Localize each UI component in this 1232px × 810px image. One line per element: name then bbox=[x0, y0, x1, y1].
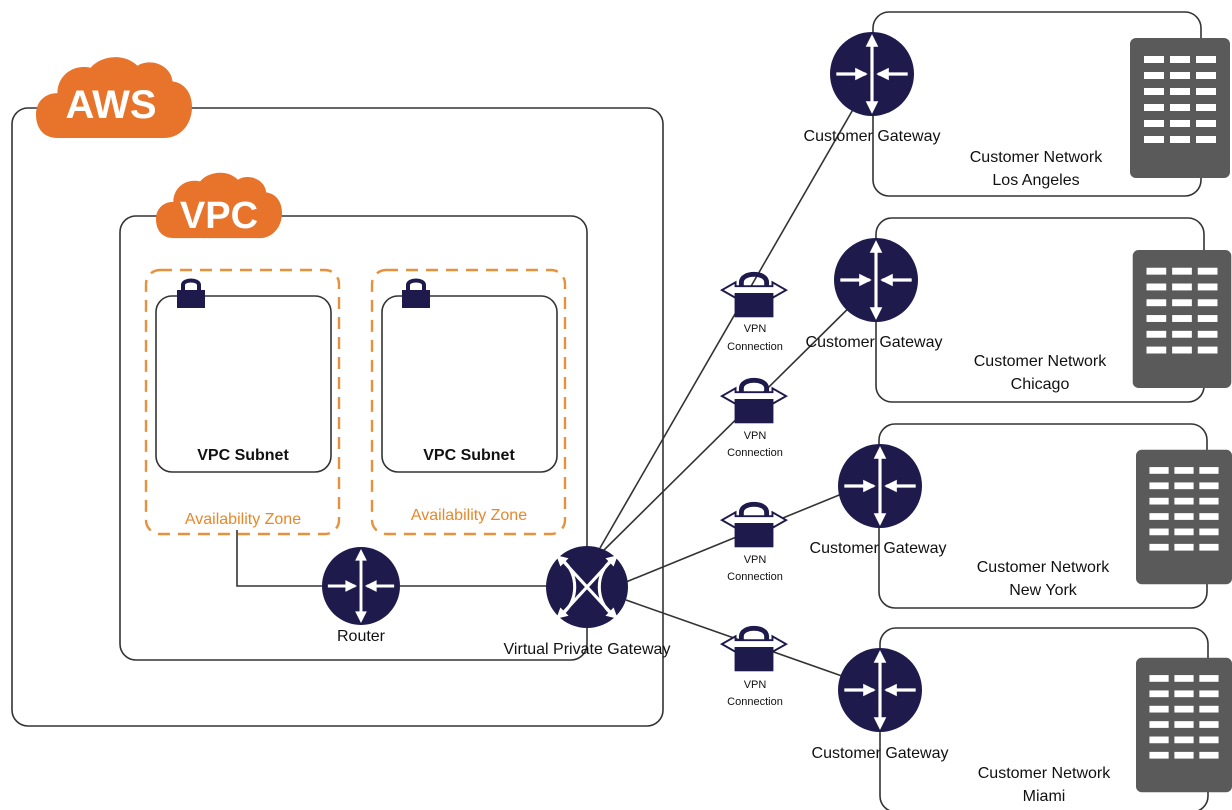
customer-network-label: Customer Network bbox=[978, 765, 1111, 782]
vpc-container bbox=[119, 215, 588, 661]
availability-zone-1: VPC Subnet Availability Zone bbox=[144, 268, 341, 536]
vpn-label-line2: Connection bbox=[727, 696, 783, 708]
customer-site-miami: Customer Gateway Customer Network Miami bbox=[812, 627, 1232, 810]
vpn-lock-icon bbox=[722, 380, 786, 423]
vpn-connection-2: VPN Connection bbox=[722, 380, 786, 459]
vpg-label: Virtual Private Gateway bbox=[504, 641, 671, 658]
subnet-router-link bbox=[236, 530, 322, 587]
lock-icon bbox=[176, 278, 206, 308]
customer-site-los-angeles: Customer Gateway Customer Network Los An… bbox=[804, 11, 1230, 197]
customer-site-new-york: Customer Gateway Customer Network New Yo… bbox=[810, 423, 1232, 609]
customer-network-city: New York bbox=[1009, 582, 1078, 599]
vpn-label-line1: VPN bbox=[744, 430, 767, 442]
customer-network-label: Customer Network bbox=[970, 149, 1103, 166]
vpn-label-line1: VPN bbox=[744, 554, 767, 566]
customer-network-city: Miami bbox=[1023, 788, 1066, 805]
aws-cloud: AWS bbox=[36, 57, 192, 138]
router-node: Router bbox=[322, 547, 400, 645]
lock-icon bbox=[401, 278, 431, 308]
customer-gateway-icon bbox=[830, 32, 914, 116]
vpn-label-line1: VPN bbox=[744, 323, 767, 335]
customer-network-label: Customer Network bbox=[977, 559, 1110, 576]
customer-network-city: Chicago bbox=[1011, 376, 1070, 393]
vpn-label-line2: Connection bbox=[727, 571, 783, 583]
vpn-label-line2: Connection bbox=[727, 341, 783, 353]
vpc-subnet-1 bbox=[155, 295, 332, 473]
vpc-label: VPC bbox=[180, 195, 258, 237]
customer-gateway-label: Customer Gateway bbox=[806, 334, 943, 351]
availability-zone-label: Availability Zone bbox=[185, 511, 301, 528]
vpc-subnet-2 bbox=[381, 295, 558, 473]
vpn-label-line1: VPN bbox=[744, 679, 767, 691]
customer-gateway-icon bbox=[838, 444, 922, 528]
server-icon bbox=[1132, 250, 1232, 388]
virtual-private-gateway-node: Virtual Private Gateway bbox=[504, 546, 671, 658]
vpn-connection-4: VPN Connection bbox=[722, 628, 786, 708]
vpc-cloud: VPC bbox=[156, 172, 282, 239]
customer-gateway-icon bbox=[834, 238, 918, 322]
server-icon bbox=[1136, 449, 1232, 585]
customer-gateway-icon bbox=[838, 648, 922, 732]
customer-site-chicago: Customer Gateway Customer Network Chicag… bbox=[806, 217, 1232, 403]
server-icon bbox=[1130, 38, 1230, 178]
aws-label: AWS bbox=[65, 83, 156, 127]
vpg-icon bbox=[546, 546, 628, 628]
vpn-connection-1: VPN Connection bbox=[722, 274, 786, 353]
router-icon bbox=[322, 547, 400, 625]
aws-container bbox=[11, 107, 664, 727]
customer-gateway-label: Customer Gateway bbox=[810, 540, 947, 557]
subnet-label: VPC Subnet bbox=[197, 447, 289, 464]
vpn-lock-icon bbox=[722, 628, 786, 671]
customer-network-city: Los Angeles bbox=[992, 172, 1079, 189]
server-icon bbox=[1136, 657, 1232, 793]
router-label: Router bbox=[337, 628, 386, 645]
availability-zone-2: VPC Subnet Availability Zone bbox=[370, 268, 567, 536]
vpn-lock-icon bbox=[722, 504, 786, 547]
subnet-label: VPC Subnet bbox=[423, 447, 515, 464]
availability-zone-label: Availability Zone bbox=[411, 507, 527, 524]
vpn-connection-3: VPN Connection bbox=[722, 504, 786, 583]
vpn-label-line2: Connection bbox=[727, 447, 783, 459]
customer-gateway-label: Customer Gateway bbox=[812, 745, 949, 762]
customer-gateway-label: Customer Gateway bbox=[804, 128, 941, 145]
customer-network-label: Customer Network bbox=[974, 353, 1107, 370]
